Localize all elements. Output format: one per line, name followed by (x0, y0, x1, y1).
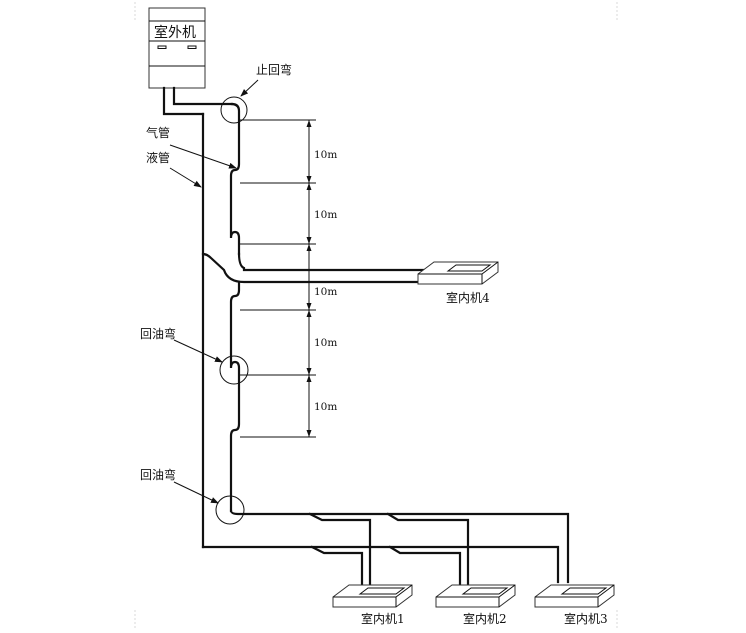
outdoor-outlet-liquid (162, 86, 205, 116)
check-bend-circle (220, 96, 248, 124)
dimension-line (306, 120, 312, 437)
indoor-unit-3-label: 室内机3 (564, 611, 608, 626)
leader-lines (169, 79, 259, 504)
indoor-unit-2-label: 室内机2 (463, 611, 507, 626)
indoor-unit-1: 室内机1 (332, 584, 413, 626)
dimension-label-5: 10m (314, 401, 337, 413)
branch-iu2 (386, 512, 470, 586)
gas-header (229, 509, 570, 584)
indoor-unit-1-label: 室内机1 (361, 611, 405, 626)
oil-trap-circle-lower (215, 495, 245, 525)
outdoor-unit: 室外机 (148, 7, 206, 89)
branch-to-iu4-gas (237, 252, 432, 272)
liquid-pipe-label: 液管 (146, 150, 170, 165)
branch-iu1 (308, 512, 372, 586)
dimension-label-2: 10m (314, 209, 337, 221)
outdoor-unit-label: 室外机 (154, 24, 196, 41)
dimension-label-1: 10m (314, 149, 337, 161)
oil-trap-label-upper: 回油弯 (140, 326, 176, 341)
indoor-unit-4: 室内机4 (417, 261, 499, 305)
dimension-label-4: 10m (314, 337, 337, 349)
liquid-header (201, 545, 560, 584)
indoor-unit-2: 室内机2 (435, 584, 516, 626)
oil-trap-label-lower: 回油弯 (140, 467, 176, 482)
gas-pipe-label: 气管 (146, 125, 170, 140)
indoor-unit-3: 室内机3 (534, 584, 615, 626)
dimension-extension-lines (240, 119, 316, 438)
branch-to-iu4-liquid (201, 252, 430, 284)
dimension-label-3: 10m (314, 286, 337, 298)
indoor-unit-4-label: 室内机4 (446, 290, 490, 305)
gas-riser (229, 102, 241, 513)
oil-trap-circle-upper (219, 355, 249, 385)
check-bend-label: 止回弯 (256, 62, 292, 77)
outdoor-outlet-gas (172, 86, 234, 106)
